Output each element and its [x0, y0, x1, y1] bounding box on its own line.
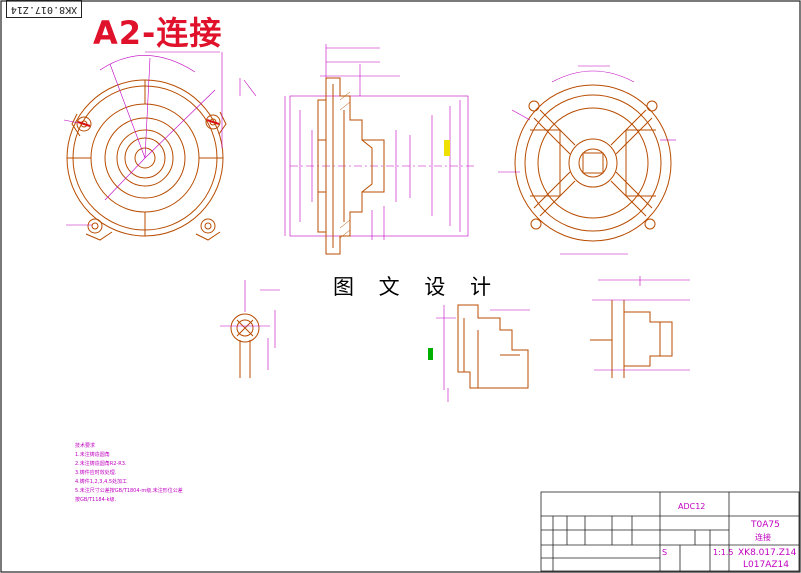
title-block-scale: 1:1.5: [713, 548, 734, 557]
title-block-drawing-no-2: L017AZ14: [743, 560, 789, 570]
title-block-sheet-mark: S: [662, 548, 668, 557]
drawing-code-box: XK8.017.Z14: [6, 0, 82, 18]
section-view-part: [317, 77, 385, 255]
detail-view-right-dims: [592, 276, 690, 371]
notes-line: 4.铸件1,2,3,4,5处加工: [75, 479, 128, 485]
front-view-dims: [63, 51, 257, 226]
notes-line: 2.未注铸造圆角R2-R3.: [75, 461, 127, 467]
title-block-model: T0A75: [751, 520, 780, 530]
detail-view-round: [230, 313, 260, 378]
notes-line: 3.铸件应时效处理.: [75, 470, 117, 476]
back-view: [514, 84, 672, 242]
sheet-title: A2-连接: [93, 14, 223, 52]
notes-heading: 技术要求: [75, 443, 96, 449]
back-view-dims: [498, 65, 676, 255]
front-view: [66, 79, 227, 241]
notes-line: 1.未注铸造圆角: [75, 452, 110, 458]
title-block-drawing-no: XK8.017.Z14: [738, 548, 797, 558]
section-view-hatching: [339, 91, 351, 239]
detail-view-round-dims: [220, 280, 280, 370]
notes-line: 5.未注尺寸公差按GB/T1804-m级,未注形位公差: [75, 488, 183, 494]
detail-view-right: [590, 300, 673, 378]
title-block: [540, 491, 800, 572]
notes-line: 按GB/T1184-k级.: [75, 497, 117, 503]
detail-view-section-dims: [436, 305, 530, 402]
section-yellow-marks: [444, 140, 450, 156]
title-block-part-name: 连接: [755, 533, 771, 542]
watermark-text: 图 文 设 计: [333, 271, 501, 301]
detail-green-mark: [428, 348, 433, 360]
front-view-yellow-marks: [77, 119, 220, 127]
technical-notes: 技术要求 1.未注铸造圆角 2.未注铸造圆角R2-R3. 3.铸件应时效处理. …: [75, 442, 183, 505]
detail-view-section: [457, 304, 529, 389]
title-block-material: ADC12: [678, 502, 706, 511]
section-view-outline: [284, 44, 475, 240]
